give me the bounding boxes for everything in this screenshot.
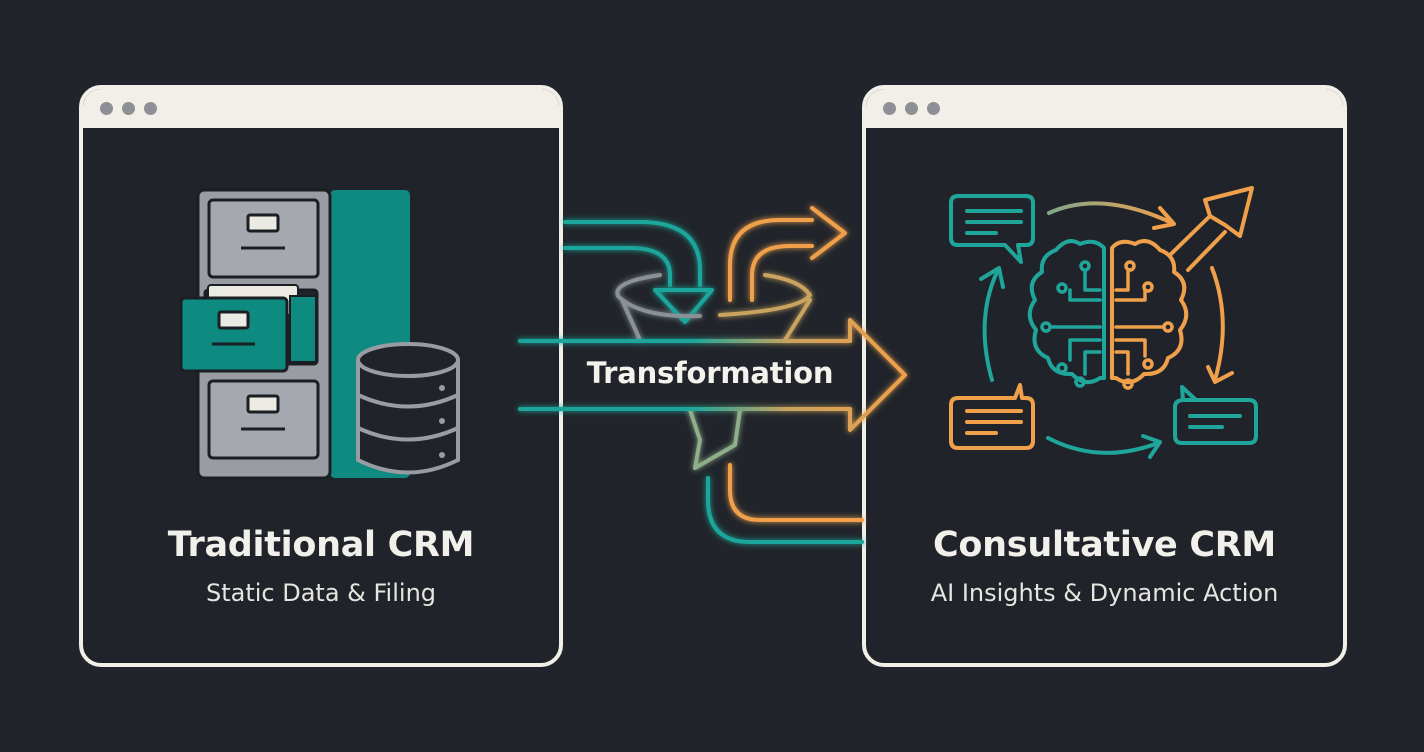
traditional-crm-window: Traditional CRM Static Data & Filing <box>79 85 563 667</box>
chat-bubble-icon <box>1173 385 1258 445</box>
database-icon <box>356 342 460 475</box>
window-dot-icon <box>927 102 940 115</box>
window-titlebar <box>83 89 559 128</box>
window-dot-icon <box>905 102 918 115</box>
trend-up-arrow-icon <box>1168 186 1254 272</box>
panel-subtitle: AI Insights & Dynamic Action <box>930 579 1279 607</box>
chat-bubble-icon <box>949 383 1035 450</box>
brain-circuit-icon <box>1027 239 1189 390</box>
transformation-graphics <box>518 206 907 544</box>
window-titlebar <box>866 89 1343 128</box>
consultative-crm-window: Consultative CRM AI Insights & Dynamic A… <box>862 85 1347 667</box>
window-dot-icon <box>122 102 135 115</box>
window-dot-icon <box>100 102 113 115</box>
panel-title: Consultative CRM <box>933 525 1276 565</box>
window-dot-icon <box>883 102 896 115</box>
chat-bubble-icon <box>949 194 1035 264</box>
panel-subtitle: Static Data & Filing <box>205 579 437 607</box>
window-dot-icon <box>144 102 157 115</box>
folder-icon <box>179 296 289 373</box>
right-icons <box>949 186 1258 459</box>
transformation-label: Transformation <box>586 356 834 390</box>
funnel-icon <box>615 273 812 470</box>
panel-title: Traditional CRM <box>167 525 475 565</box>
